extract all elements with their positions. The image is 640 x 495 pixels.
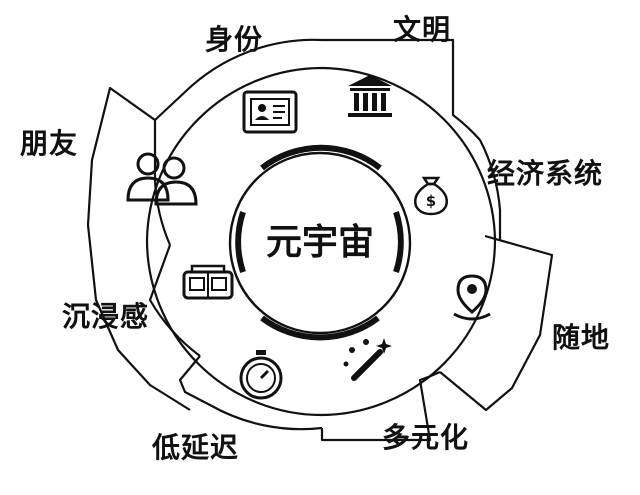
segment-shape-economy bbox=[479, 139, 502, 240]
magic-wand-icon bbox=[343, 338, 392, 381]
segment-shape-diyanchi bbox=[178, 355, 323, 431]
segment-shape-suidi bbox=[439, 234, 554, 412]
label-wenming: 文明 bbox=[393, 13, 452, 46]
svg-text:$: $ bbox=[426, 192, 436, 210]
vr-headset-icon bbox=[182, 264, 234, 300]
stopwatch-icon bbox=[239, 350, 283, 400]
money-bag-icon: $ bbox=[414, 176, 448, 216]
label-suidi: 随地 bbox=[552, 321, 611, 354]
label-chenjingan: 沉浸感 bbox=[62, 300, 150, 333]
inner-ring-accents bbox=[235, 144, 404, 341]
label-economy: 经济系统 bbox=[487, 157, 604, 190]
outer-ring bbox=[145, 66, 497, 417]
building-icon bbox=[348, 75, 392, 117]
segment-shape-shenfen bbox=[154, 38, 323, 121]
label-diyanchi: 低延迟 bbox=[152, 431, 240, 464]
inner-ring bbox=[228, 151, 412, 335]
label-pengyou: 朋友 bbox=[20, 127, 79, 160]
label-duoyuanhua: 多元化 bbox=[382, 421, 470, 454]
id-card-icon bbox=[242, 90, 298, 134]
users-icon bbox=[126, 152, 198, 206]
center-label: 元宇宙 bbox=[265, 222, 375, 263]
segment-shape-pengyou bbox=[86, 86, 191, 411]
segment-shape-duoyuan bbox=[320, 371, 441, 442]
label-shenfen: 身份 bbox=[205, 23, 264, 56]
location-pin-icon bbox=[453, 274, 491, 321]
segment-shape-wenming bbox=[322, 38, 481, 141]
